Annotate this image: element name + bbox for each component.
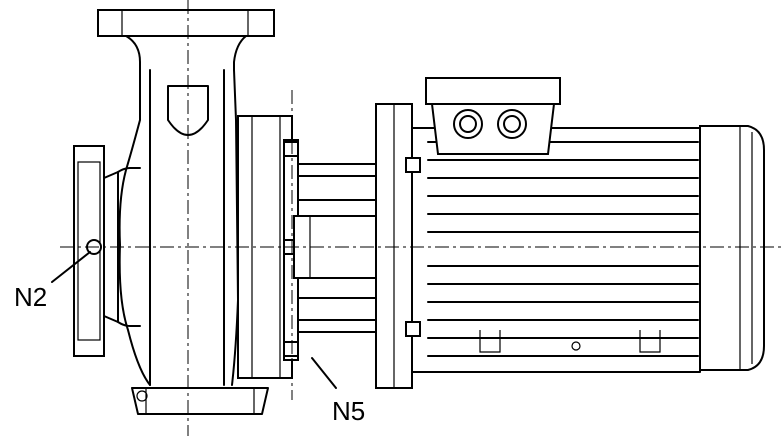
motor-body <box>411 127 701 373</box>
terminal-box <box>425 77 561 155</box>
n5-leader-line <box>311 357 337 389</box>
n2-label: N2 <box>14 282 47 312</box>
pump-casing <box>97 9 275 415</box>
n2-leader-line <box>51 251 91 283</box>
n5-label: N5 <box>332 396 365 426</box>
fan-cover <box>699 125 765 371</box>
centre-lines <box>60 0 784 436</box>
suction-flange <box>73 145 141 357</box>
motor-flange <box>375 103 421 389</box>
